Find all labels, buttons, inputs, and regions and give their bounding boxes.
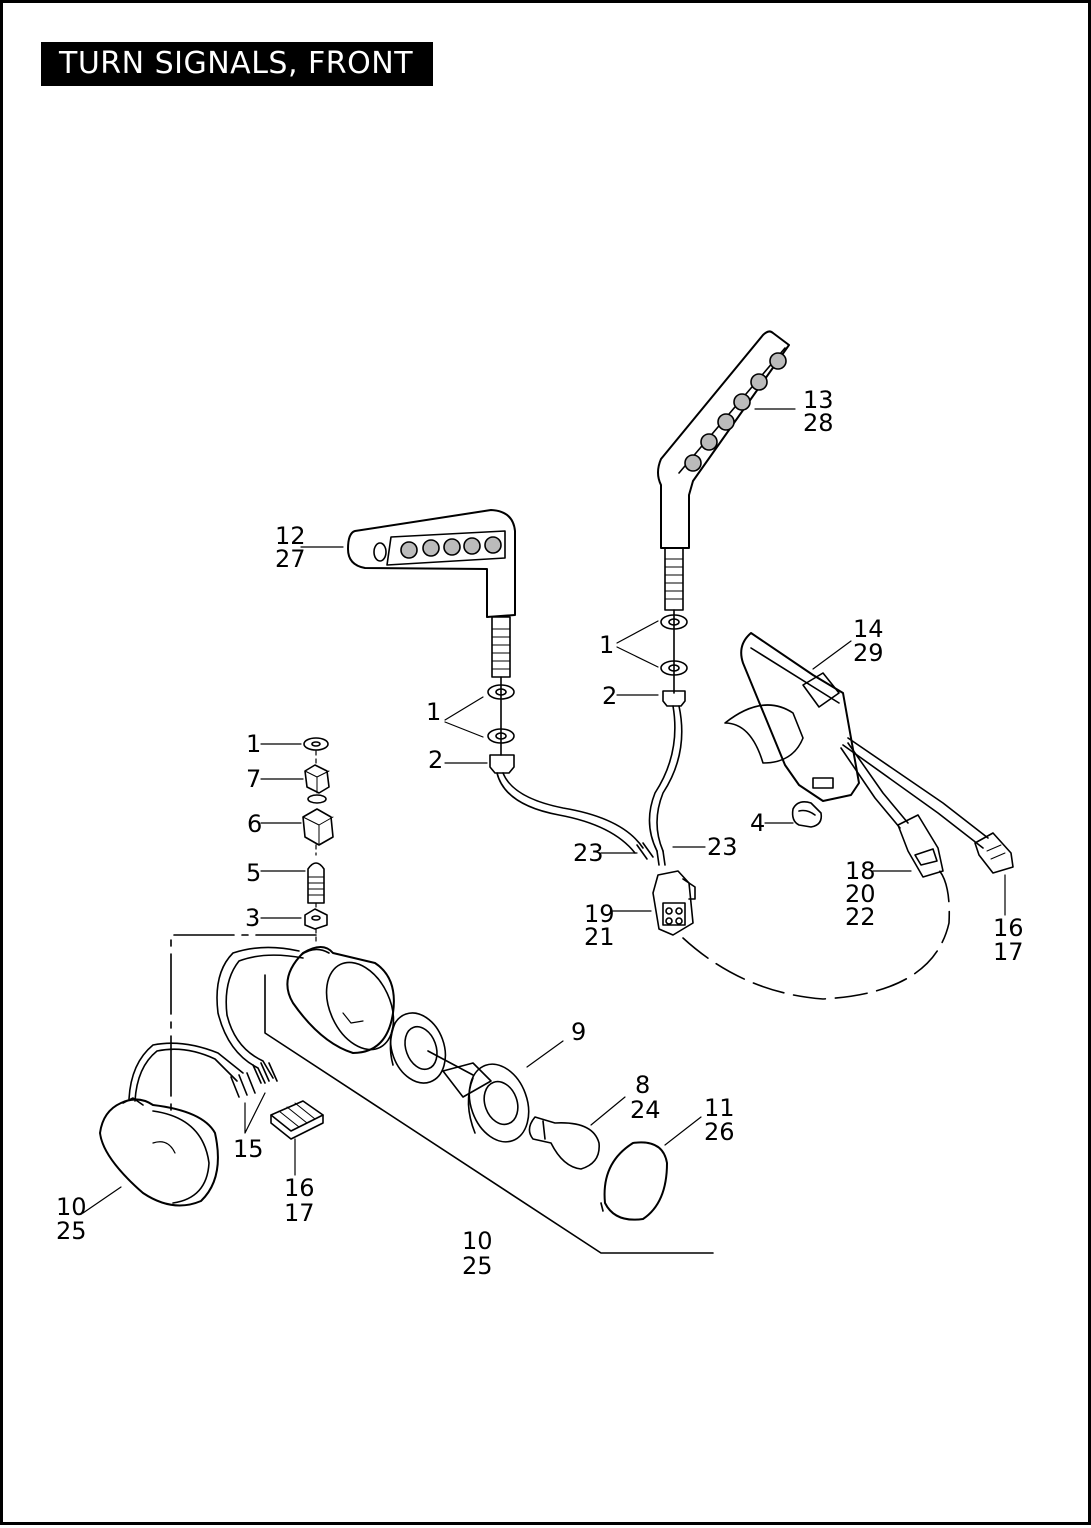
callout-1-right: 1 [599,631,614,659]
callout-11: 11 [704,1094,735,1122]
callout-10-center: 10 [462,1227,493,1255]
housing-terminals [252,1062,278,1084]
complete-bullet-lamp [99,1042,256,1207]
callout-6: 6 [247,810,262,838]
callout-10-left: 10 [56,1193,87,1221]
right-led-turn-signal [657,330,790,611]
leader-lines [82,408,1006,1214]
left-led-turn-signal [347,509,516,678]
callout-9: 9 [571,1018,586,1046]
connector-block-left [270,1100,324,1140]
callout-13: 13 [803,386,834,414]
callout-12: 12 [275,522,306,550]
callout-22: 22 [845,903,876,931]
right-stem-hardware [648,609,688,852]
callout-4: 4 [750,809,765,837]
callout-16-right: 16 [993,914,1024,942]
mount-hardware-stack [302,737,334,946]
callout-1-left: 1 [426,698,441,726]
page-title: TURN SIGNALS, FRONT [41,42,433,86]
bulb [528,1116,600,1170]
callout-bracket-10-25 [264,974,714,1254]
callout-1-stack: 1 [246,730,261,758]
left-stem-hardware [487,676,644,854]
callout-29: 29 [853,639,884,667]
callout-15: 15 [233,1135,264,1163]
callout-25-center: 25 [462,1252,493,1280]
assembly-dashed-line [170,934,317,1114]
wire-terminals [636,842,666,866]
callout-21: 21 [584,923,615,951]
lens [600,1141,668,1221]
harness-dashed-route [682,868,951,1000]
callout-25-left: 25 [56,1217,87,1245]
socket-connector [652,870,696,936]
harness-connector-right [897,814,944,878]
grommet [791,801,823,828]
terminal-connector-right [974,832,1014,874]
callout-7: 7 [246,765,261,793]
mounting-bracket [724,632,989,849]
callout-18: 18 [845,857,876,885]
lamp-socket [389,1012,492,1098]
callout-20: 20 [845,880,876,908]
callout-2-right: 2 [602,682,617,710]
callout-8: 8 [635,1071,650,1099]
callout-28: 28 [803,409,834,437]
callout-17-left: 17 [284,1199,315,1227]
callout-23-left: 23 [573,839,604,867]
exploded-parts-diagram: 13 28 12 27 14 29 1 2 1 2 1 7 6 5 3 4 18… [56,330,1024,1280]
callout-5: 5 [246,859,261,887]
bullet-housing [286,946,395,1054]
callout-16-left: 16 [284,1174,315,1202]
callout-24: 24 [630,1096,661,1124]
callout-14: 14 [853,615,884,643]
callout-19: 19 [584,900,615,928]
callout-2-left: 2 [428,746,443,774]
callout-27: 27 [275,545,306,573]
housing-wire [216,946,300,1084]
callout-23-right: 23 [707,833,738,861]
callout-26: 26 [704,1118,735,1146]
bezel-ring [467,1063,530,1143]
callout-17-right: 17 [993,938,1024,966]
callout-3: 3 [245,904,260,932]
